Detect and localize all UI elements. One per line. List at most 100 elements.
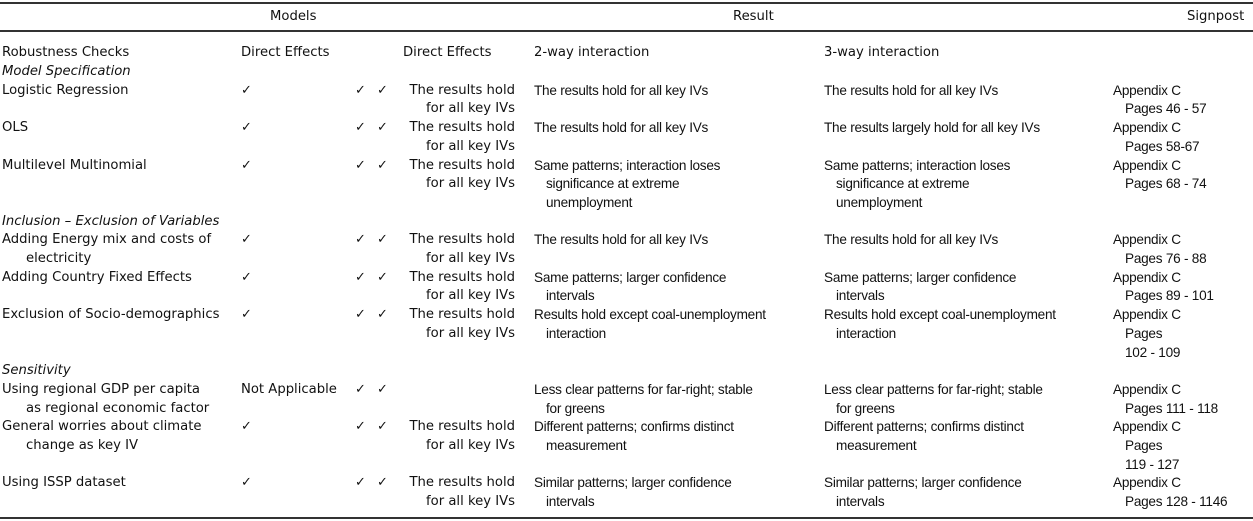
direct-effects-result: The results hold (409, 82, 515, 98)
checkmark-icon: ✓ (355, 232, 366, 248)
robustness-check-label: Multilevel Multinomial (2, 157, 147, 173)
col-header-three-way: 3-way interaction (824, 45, 940, 60)
two-way-result-cont: for greens (546, 400, 605, 416)
checkmark-icon: ✓ (355, 381, 366, 397)
checkmark-icon: ✓ (355, 419, 366, 435)
signpost-appendix: Appendix C (1113, 269, 1181, 285)
three-way-result-cont: interaction (836, 325, 896, 341)
three-way-result: The results largely hold for all key IVs (824, 120, 1040, 136)
robustness-check-label: OLS (2, 120, 29, 136)
checkmark-icon: ✓ (241, 269, 252, 285)
three-way-result-cont: measurement (836, 438, 917, 453)
checkmark-icon: ✓ (241, 120, 252, 136)
robustness-check-label: Exclusion of Socio-demographics (2, 307, 220, 323)
two-way-result: Similar patterns; larger confidence (534, 475, 732, 491)
checkmark-icon: ✓ (377, 120, 388, 136)
group-header-models: Models (270, 9, 317, 24)
signpost-appendix: Appendix C (1113, 381, 1181, 397)
two-way-result: The results hold for all key IVs (534, 82, 709, 98)
direct-effects-result: The results hold (409, 157, 515, 173)
signpost-pages: Pages 128 - 1146 (1125, 494, 1228, 510)
bottom-rule (0, 517, 1253, 519)
direct-effects-result: The results hold (409, 419, 515, 435)
signpost-pages: Pages 89 - 101 (1125, 288, 1214, 304)
two-way-result-cont: measurement (546, 438, 627, 453)
checkmark-icon: ✓ (241, 82, 252, 98)
checkmark-icon: ✓ (377, 269, 388, 285)
checkmark-icon: ✓ (377, 157, 388, 173)
signpost-pages: Pages 58-67 (1125, 138, 1200, 154)
signpost-appendix: Appendix C (1113, 419, 1181, 435)
two-way-result: Different patterns; confirms distinct (534, 419, 734, 435)
two-way-result-cont: intervals (546, 288, 595, 304)
direct-effects-value: Not Applicable (241, 381, 337, 397)
top-rule (0, 2, 1253, 4)
direct-effects-result-cont: for all key IVs (426, 176, 515, 192)
two-way-result: Results hold except coal-unemployment (534, 307, 766, 323)
three-way-result: Different patterns; confirms distinct (824, 419, 1024, 435)
three-way-result: The results hold for all key IVs (824, 82, 999, 98)
signpost-pages: Pages (1125, 438, 1163, 453)
robustness-check-label-cont: change as key IV (26, 438, 139, 453)
signpost-pages: Pages 46 - 57 (1125, 101, 1207, 117)
checkmark-icon: ✓ (241, 232, 252, 248)
checkmark-icon: ✓ (377, 475, 388, 491)
checkmark-icon: ✓ (355, 82, 366, 98)
signpost-pages: Pages 111 - 118 (1125, 400, 1218, 416)
col-header-robustness-checks: Robustness Checks (2, 45, 130, 60)
col-header-direct-effects-result: Direct Effects (403, 45, 492, 60)
signpost-appendix: Appendix C (1113, 157, 1181, 173)
signpost-appendix: Appendix C (1113, 475, 1181, 491)
robustness-check-label-cont: as regional economic factor (26, 400, 210, 416)
checkmark-icon: ✓ (355, 157, 366, 173)
col-header-two-way: 2-way interaction (534, 45, 650, 60)
direct-effects-result: The results hold (409, 232, 515, 248)
direct-effects-result: The results hold (409, 120, 515, 136)
two-way-result: The results hold for all key IVs (534, 232, 709, 248)
checkmark-icon: ✓ (377, 82, 388, 98)
direct-effects-result: The results hold (409, 269, 515, 285)
three-way-result-cont: significance at extreme (836, 176, 970, 192)
signpost-appendix: Appendix C (1113, 120, 1181, 136)
group-header-signpost: Signpost (1187, 9, 1245, 24)
section-title: Model Specification (2, 64, 131, 79)
checkmark-icon: ✓ (241, 307, 252, 323)
robustness-check-label: Adding Country Fixed Effects (2, 269, 192, 285)
three-way-result: Results hold except coal-unemployment (824, 307, 1056, 323)
direct-effects-result-cont: for all key IVs (426, 438, 515, 453)
three-way-result: Same patterns; larger confidence (824, 269, 1017, 285)
two-way-result: Less clear patterns for far-right; stabl… (534, 381, 753, 397)
checkmark-icon: ✓ (241, 419, 252, 435)
section-title: Inclusion – Exclusion of Variables (2, 213, 220, 229)
group-header-result: Result (733, 9, 774, 24)
three-way-result-cont: intervals (836, 288, 885, 304)
checkmark-icon: ✓ (377, 381, 388, 397)
direct-effects-result: The results hold (409, 475, 515, 491)
checkmark-icon: ✓ (377, 419, 388, 435)
direct-effects-result-cont: for all key IVs (426, 101, 515, 117)
direct-effects-result-cont: for all key IVs (426, 288, 515, 304)
robustness-check-label: General worries about climate (2, 419, 202, 435)
robustness-check-label: Logistic Regression (2, 82, 129, 98)
checkmark-icon: ✓ (241, 475, 252, 491)
direct-effects-result-cont: for all key IVs (426, 494, 515, 510)
header-rule (0, 30, 1253, 32)
signpost-appendix: Appendix C (1113, 232, 1181, 248)
three-way-result: Less clear patterns for far-right; stabl… (824, 381, 1043, 397)
checkmark-icon: ✓ (377, 307, 388, 323)
checkmark-icon: ✓ (355, 307, 366, 323)
signpost-pages: Pages 68 - 74 (1125, 176, 1207, 192)
three-way-result-cont: for greens (836, 400, 895, 416)
section-title: Sensitivity (2, 363, 71, 379)
two-way-result-cont: unemployment (546, 194, 633, 210)
robustness-check-label-cont: electricity (26, 251, 92, 266)
checkmark-icon: ✓ (355, 269, 366, 285)
direct-effects-result-cont: for all key IVs (426, 138, 515, 154)
robustness-check-label: Adding Energy mix and costs of (2, 232, 212, 248)
two-way-result: Same patterns; larger confidence (534, 269, 727, 285)
signpost-appendix: Appendix C (1113, 82, 1181, 98)
two-way-result-cont: interaction (546, 325, 606, 341)
two-way-result: The results hold for all key IVs (534, 120, 709, 136)
three-way-result: Same patterns; interaction loses (824, 157, 1011, 173)
two-way-result-cont: significance at extreme (546, 176, 680, 192)
